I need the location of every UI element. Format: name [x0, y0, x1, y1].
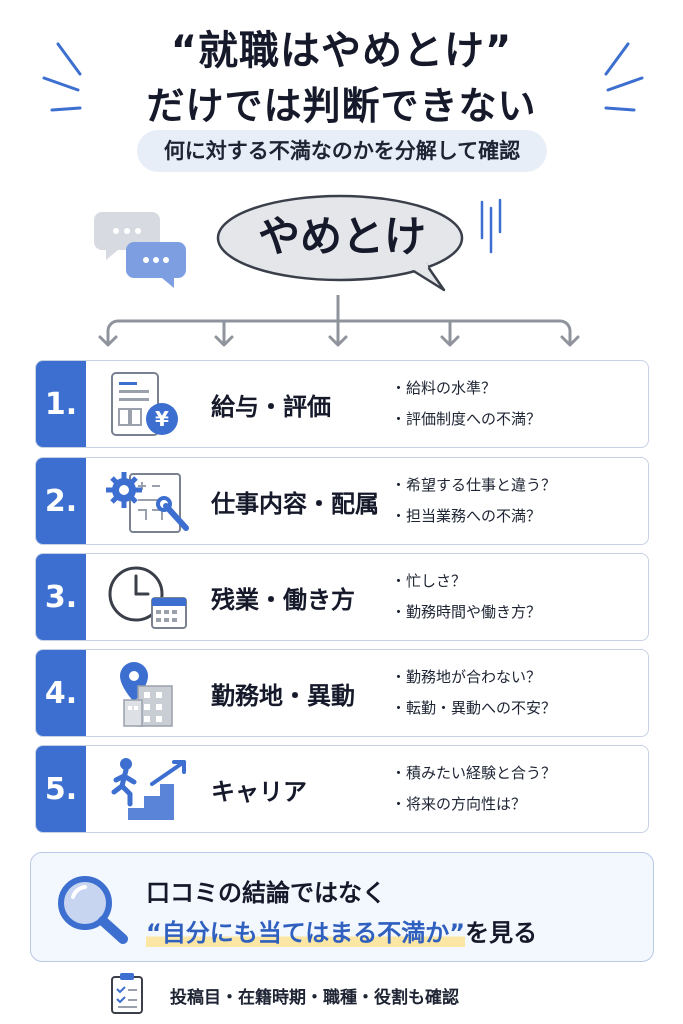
- point: ・勤務地が合わない？: [391, 668, 542, 686]
- salary-document-yen-icon: ¥: [111, 372, 178, 436]
- item-number: 2.: [36, 458, 86, 544]
- subtitle-pill: 何に対する不満なのかを分解して確認: [137, 130, 547, 172]
- item-number: 3.: [36, 554, 86, 640]
- conclusion-highlight: “自分にも当てはまる不満か”: [146, 919, 466, 947]
- item-label: 残業・働き方: [211, 585, 355, 614]
- gear-wrench-blueprint-icon: [106, 472, 189, 533]
- item-label: 勤務地・異動: [211, 681, 355, 710]
- point: ・積みたい経験と合う？: [391, 764, 557, 782]
- person-climbing-stairs-icon: [110, 758, 186, 820]
- point: ・評価制度への不満？: [391, 410, 542, 428]
- footer-note: 投稿目・在籍時期・職種・役割も確認: [170, 988, 459, 1008]
- point: ・希望する仕事と違う？: [391, 476, 557, 494]
- item-points: ・希望する仕事と違う？ ・担当業務への不満？: [391, 470, 556, 532]
- shake-marks-icon: [480, 198, 502, 254]
- item-label: 給与・評価: [211, 392, 331, 421]
- speech-bubble: [216, 194, 464, 292]
- title-line-2: だけでは判断できない: [146, 84, 537, 128]
- point: ・担当業務への不満？: [391, 507, 542, 525]
- item-label: 仕事内容・配属: [211, 489, 379, 518]
- point: ・給料の水準？: [391, 379, 497, 397]
- checklist-clipboard-icon: [111, 973, 143, 1014]
- item-points: ・忙しさ？ ・勤務時間や働き方？: [391, 566, 541, 628]
- item-points: ・勤務地が合わない？ ・転勤・異動への不安？: [391, 662, 556, 724]
- chat-bubbles-icon: [94, 212, 186, 288]
- item-number: 5.: [36, 746, 86, 832]
- point: ・忙しさ？: [391, 572, 467, 590]
- clock-calendar-icon: [108, 566, 187, 629]
- title-line-1: “就職はやめとけ”: [170, 28, 513, 74]
- emphasis-lines-right-icon: [604, 42, 644, 112]
- bubble-text: やめとけ: [257, 212, 426, 261]
- point: ・勤務時間や働き方？: [391, 603, 542, 621]
- category-card-career: 5. キャリア ・積みたい経験と合う？ ・将来の方向性は？: [35, 745, 649, 833]
- conclusion-line-2: “自分にも当てはまる不満か”を見る: [146, 913, 537, 948]
- category-card-workstyle: 3. 残業・働き方 ・忙しさ？ ・勤務時間や働き方？: [35, 553, 649, 641]
- item-points: ・積みたい経験と合う？ ・将来の方向性は？: [391, 758, 556, 820]
- item-points: ・給料の水準？ ・評価制度への不満？: [391, 373, 541, 435]
- category-card-location: 4. 勤務地・異動 ・勤務地が合わない？ ・転勤・異動への不安？: [35, 649, 649, 737]
- conclusion-line-1: 口コミの結論ではなく: [146, 879, 386, 907]
- svg-text:¥: ¥: [155, 407, 169, 431]
- point: ・転勤・異動への不安？: [391, 699, 557, 717]
- branch-arrows: [98, 295, 580, 347]
- magnifier-icon: [58, 876, 128, 944]
- location-pin-building-icon: [120, 662, 173, 727]
- category-card-job: 2. 仕事内容・配属 ・希望する仕事と違う？ ・担当業務への不満？: [35, 457, 649, 545]
- item-number: 1.: [36, 361, 86, 447]
- item-label: キャリア: [211, 777, 307, 806]
- item-number: 4.: [36, 650, 86, 736]
- point: ・将来の方向性は？: [391, 795, 527, 813]
- category-card-salary: 1. ¥ 給与・評価 ・給料の水準？ ・評価制度への不満？: [35, 360, 649, 448]
- conclusion-box: 口コミの結論ではなく “自分にも当てはまる不満か”を見る: [30, 852, 654, 962]
- emphasis-lines-left-icon: [42, 42, 82, 112]
- conclusion-line-2-rest: を見る: [465, 919, 538, 947]
